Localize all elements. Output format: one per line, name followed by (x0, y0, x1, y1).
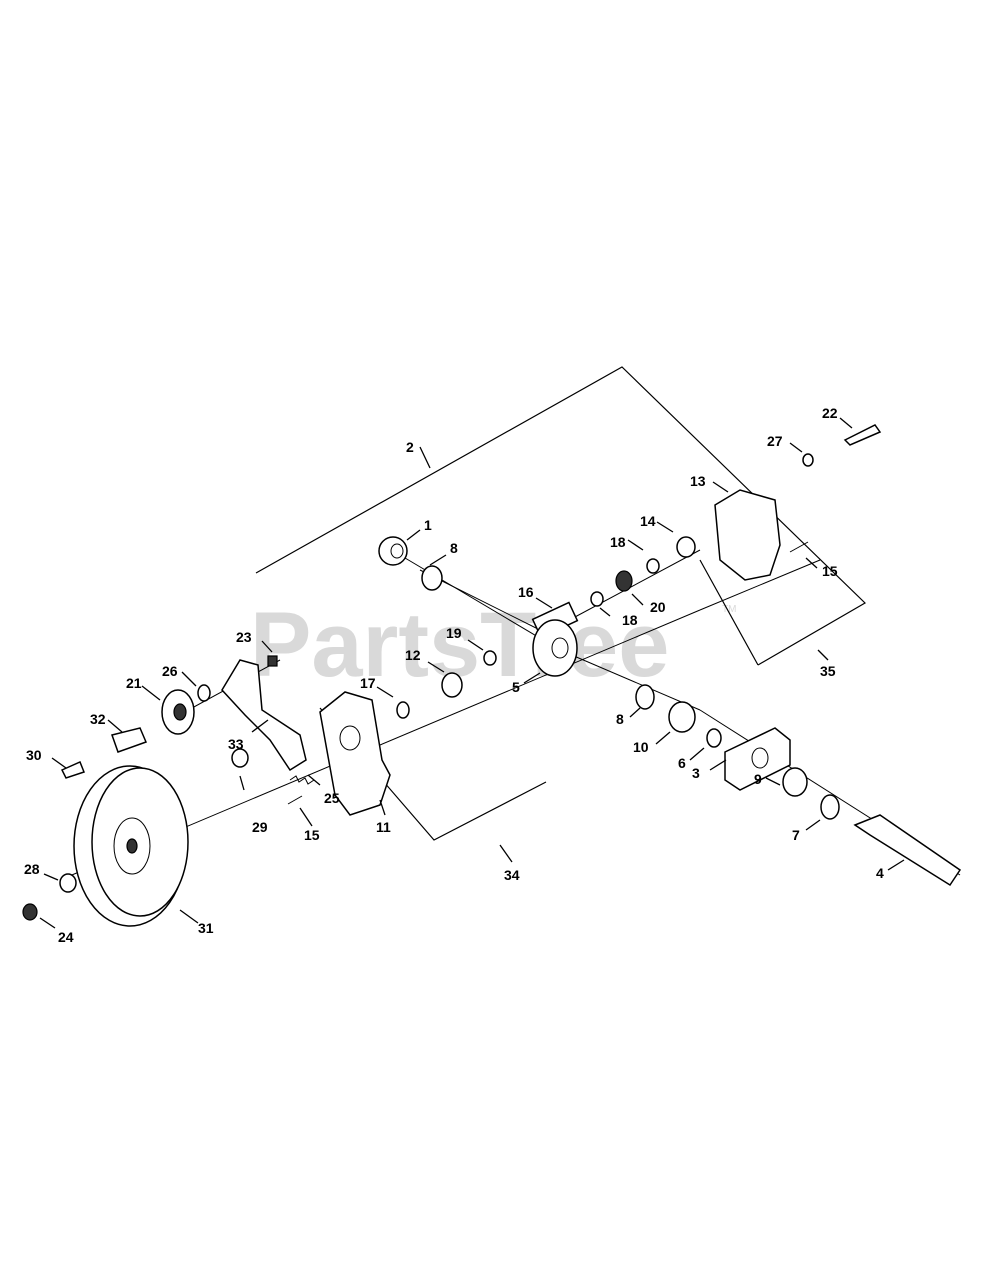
part-1-bushing (378, 536, 408, 566)
callout-15b: 15 (304, 827, 320, 843)
callout-2: 2 (406, 439, 414, 455)
part-11-housing (319, 691, 391, 816)
callout-19: 19 (446, 625, 462, 641)
callout-31: 31 (198, 920, 214, 936)
callout-18a: 18 (610, 534, 626, 550)
callout-24: 24 (58, 929, 74, 945)
bracket-2 (255, 366, 866, 666)
callout-23: 23 (236, 629, 252, 645)
callout-6: 6 (678, 755, 686, 771)
leader-lines (39, 417, 905, 929)
part-10-bushing (668, 701, 696, 733)
part-28-washer (59, 873, 77, 893)
part-3-plate (724, 727, 791, 791)
part-4-shaft (853, 814, 962, 887)
callout-28: 28 (24, 861, 40, 877)
callout-8a: 8 (450, 540, 458, 556)
callout-5: 5 (512, 679, 520, 695)
part-27-washer (802, 453, 814, 467)
callout-1: 1 (424, 517, 432, 533)
callout-30: 30 (26, 747, 42, 763)
callout-17: 17 (360, 675, 376, 691)
callout-25: 25 (324, 790, 340, 806)
callout-12: 12 (405, 647, 421, 663)
callout-18b: 18 (622, 612, 638, 628)
callout-7: 7 (792, 827, 800, 843)
part-5-gear (532, 619, 578, 677)
bracket-35 (699, 559, 759, 666)
callout-3: 3 (692, 765, 700, 781)
part-7-washer (820, 794, 840, 820)
part-21-idler (161, 689, 195, 735)
callout-16: 16 (518, 584, 534, 600)
callout-22: 22 (822, 405, 838, 421)
callout-14: 14 (640, 513, 656, 529)
callout-11: 11 (376, 819, 391, 835)
callout-10: 10 (633, 739, 649, 755)
callout-27: 27 (767, 433, 783, 449)
callout-4: 4 (876, 865, 884, 881)
callout-29: 29 (252, 819, 268, 835)
callout-9: 9 (754, 771, 762, 787)
callout-26: 26 (162, 663, 178, 679)
callout-32: 32 (90, 711, 106, 727)
part-22-bolt (843, 424, 882, 446)
callout-20: 20 (650, 599, 666, 615)
callout-8b: 8 (616, 711, 624, 727)
part-17-ring (396, 701, 410, 719)
part-24-nut (22, 903, 38, 921)
part-14-bushing (676, 536, 696, 558)
callout-13: 13 (690, 473, 706, 489)
callout-15a: 15 (822, 563, 838, 579)
part-31-pulley (73, 765, 189, 927)
part-13-housing (714, 489, 781, 581)
part-18-washer (590, 558, 660, 607)
callout-34: 34 (504, 867, 520, 883)
part-12-bushing (441, 672, 463, 698)
watermark-tm: TM (722, 604, 736, 615)
part-23-nut (267, 655, 278, 667)
callout-33: 33 (228, 736, 244, 752)
part-19-ring (483, 650, 497, 666)
part-6-ring (706, 728, 722, 748)
part-25-spring (289, 775, 315, 785)
callout-21: 21 (126, 675, 142, 691)
part-8a-washer (421, 565, 443, 591)
part-32-bushing (111, 727, 148, 753)
part-15-screw (287, 541, 809, 805)
callout-labels: 1 2 3 4 5 6 7 8 8 9 10 11 12 13 14 15 15… (24, 405, 884, 945)
part-29-spacer (231, 748, 249, 768)
part-26-washer (197, 684, 211, 702)
part-30-bolt (60, 760, 85, 779)
part-9-bushing (782, 767, 808, 797)
part-20-bearing (615, 570, 633, 592)
callout-35: 35 (820, 663, 836, 679)
part-8b-washer (635, 684, 655, 710)
